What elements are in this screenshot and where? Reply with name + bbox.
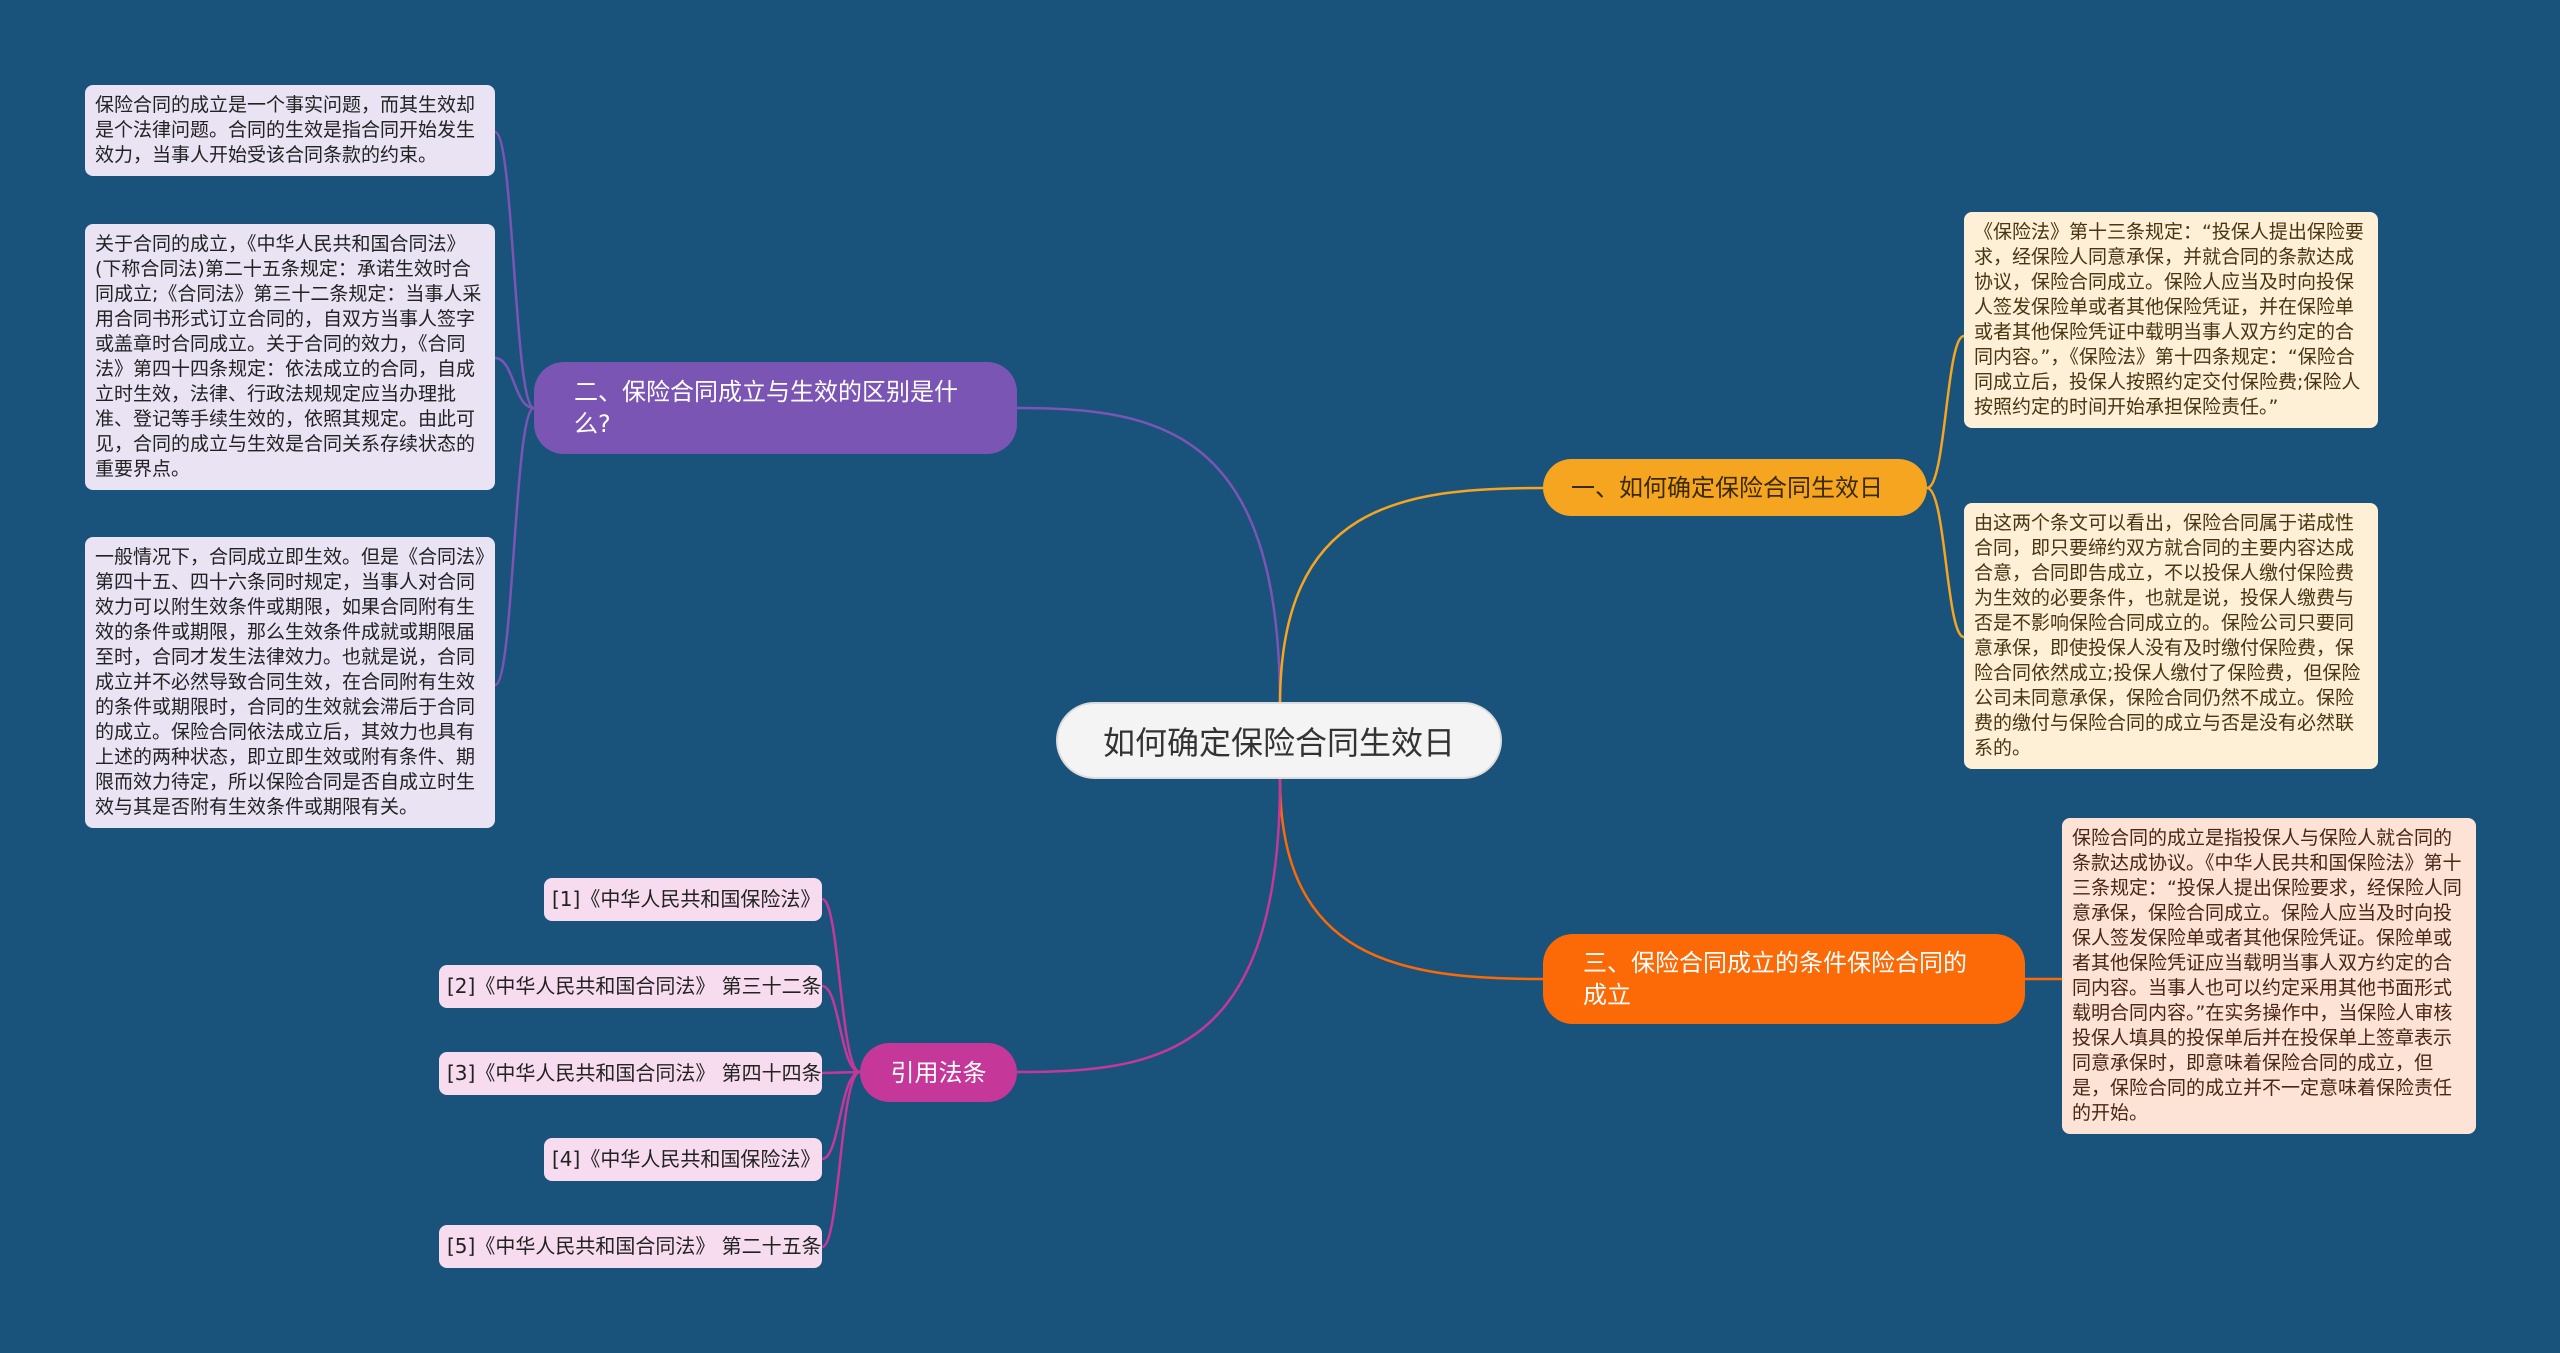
- link-b1-leaf1: [1926, 334, 1965, 490]
- central-topic-label: 如何确定保险合同生效日: [1102, 723, 1455, 762]
- reference-item[interactable]: [2]《中华人民共和国合同法》 第三十二条: [439, 965, 822, 1008]
- reference-item[interactable]: [3]《中华人民共和国合同法》 第四十四条: [439, 1052, 822, 1095]
- leaf-note[interactable]: 由这两个条文可以看出，保险合同属于诺成性合同，即只要缔约双方就合同的主要内容达成…: [1964, 503, 2378, 769]
- link-center-branch3: [1278, 778, 1544, 981]
- link-b1-leaf2: [1926, 486, 1965, 639]
- link-b2-leaf1: [493, 130, 536, 410]
- branch-cited-laws[interactable]: 引用法条: [860, 1043, 1017, 1102]
- reference-item[interactable]: [1]《中华人民共和国保险法》: [544, 878, 822, 921]
- branch-label: 二、保险合同成立与生效的区别是什么?: [574, 378, 958, 438]
- reference-item[interactable]: [4]《中华人民共和国保险法》: [544, 1138, 822, 1181]
- branch-label: 一、如何确定保险合同生效日: [1571, 473, 1883, 502]
- link-b2-leaf3: [493, 406, 536, 687]
- reference-item[interactable]: [5]《中华人民共和国合同法》 第二十五条: [439, 1225, 822, 1268]
- branch-formation-conditions[interactable]: 三、保险合同成立的条件保险合同的成立: [1543, 934, 2025, 1024]
- branch-label: 引用法条: [890, 1058, 987, 1087]
- leaf-note[interactable]: 关于合同的成立，《中华人民共和国合同法》(下称合同法)第二十五条规定：承诺生效时…: [85, 224, 495, 490]
- link-center-refs: [1016, 778, 1282, 1074]
- leaf-note[interactable]: 一般情况下，合同成立即生效。但是《合同法》第四十五、四十六条同时规定，当事人对合…: [85, 537, 495, 828]
- link-center-branch1: [1278, 486, 1544, 706]
- link-ref1: [821, 897, 861, 1074]
- branch-formation-vs-effect[interactable]: 二、保险合同成立与生效的区别是什么?: [534, 362, 1017, 454]
- link-ref4: [821, 1070, 861, 1161]
- link-b2-leaf2: [494, 356, 535, 410]
- link-ref5: [821, 1070, 861, 1249]
- link-ref2: [821, 984, 861, 1074]
- branch-label: 三、保险合同成立的条件保险合同的成立: [1583, 949, 1967, 1009]
- leaf-note[interactable]: 《保险法》第十三条规定：“投保人提出保险要求，经保险人同意承保，并就合同的条款达…: [1964, 212, 2378, 428]
- branch-determine-effective-date[interactable]: 一、如何确定保险合同生效日: [1543, 459, 1927, 516]
- link-ref3: [821, 1070, 861, 1075]
- link-center-branch2: [1016, 406, 1282, 706]
- leaf-note[interactable]: 保险合同的成立是指投保人与保险人就合同的条款达成协议。《中华人民共和国保险法》第…: [2062, 818, 2476, 1134]
- leaf-note[interactable]: 保险合同的成立是一个事实问题，而其生效却是个法律问题。合同的生效是指合同开始发生…: [85, 85, 495, 176]
- central-topic[interactable]: 如何确定保险合同生效日: [1056, 702, 1502, 779]
